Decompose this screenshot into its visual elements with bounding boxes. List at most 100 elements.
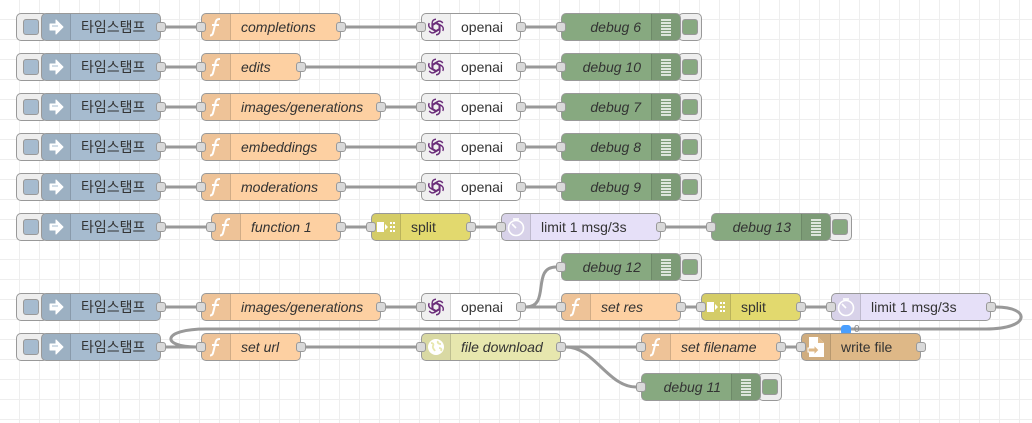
input-port[interactable]: [826, 302, 836, 312]
input-port[interactable]: [556, 102, 566, 112]
openai-node[interactable]: openai: [421, 133, 521, 161]
inject-trigger-square[interactable]: [23, 99, 39, 115]
debug-node[interactable]: debug 9: [561, 173, 681, 201]
output-port[interactable]: [296, 62, 306, 72]
inject-node[interactable]: 타임스탬프: [41, 13, 161, 41]
debug-toggle-square[interactable]: [762, 379, 778, 395]
input-port[interactable]: [416, 342, 426, 352]
input-port[interactable]: [196, 302, 206, 312]
debug-toggle-button[interactable]: [678, 13, 702, 41]
input-port[interactable]: [636, 382, 646, 392]
input-port[interactable]: [796, 342, 806, 352]
debug-node[interactable]: debug 8: [561, 133, 681, 161]
output-port[interactable]: [156, 302, 166, 312]
function-node[interactable]: edits: [201, 53, 301, 81]
output-port[interactable]: [336, 182, 346, 192]
output-port[interactable]: [516, 142, 526, 152]
wire[interactable]: [525, 265, 557, 309]
function-node[interactable]: images/generations: [201, 93, 381, 121]
output-port[interactable]: [376, 102, 386, 112]
output-port[interactable]: [516, 102, 526, 112]
function-node[interactable]: moderations: [201, 173, 341, 201]
debug-toggle-square[interactable]: [682, 259, 698, 275]
input-port[interactable]: [556, 62, 566, 72]
debug-toggle-button[interactable]: [828, 213, 852, 241]
function-node[interactable]: set res: [561, 293, 681, 321]
output-port[interactable]: [986, 302, 996, 312]
inject-node[interactable]: 타임스탬프: [41, 93, 161, 121]
output-port[interactable]: [156, 182, 166, 192]
input-port[interactable]: [416, 302, 426, 312]
input-port[interactable]: [556, 302, 566, 312]
inject-trigger-square[interactable]: [23, 339, 39, 355]
input-port[interactable]: [196, 102, 206, 112]
output-port[interactable]: [516, 62, 526, 72]
output-port[interactable]: [796, 302, 806, 312]
openai-node[interactable]: openai: [421, 13, 521, 41]
input-port[interactable]: [556, 22, 566, 32]
debug-toggle-button[interactable]: [678, 53, 702, 81]
openai-node[interactable]: openai: [421, 173, 521, 201]
function-node[interactable]: completions: [201, 13, 341, 41]
debug-toggle-square[interactable]: [682, 179, 698, 195]
wire[interactable]: [565, 345, 637, 389]
inject-trigger-square[interactable]: [23, 299, 39, 315]
debug-toggle-square[interactable]: [682, 99, 698, 115]
function-node[interactable]: set url: [201, 333, 301, 361]
output-port[interactable]: [156, 142, 166, 152]
wire[interactable]: [169, 305, 1023, 349]
output-port[interactable]: [376, 302, 386, 312]
debug-toggle-square[interactable]: [682, 19, 698, 35]
inject-node[interactable]: 타임스탬프: [41, 133, 161, 161]
delay-node[interactable]: limit 1 msg/3s: [501, 213, 661, 241]
output-port[interactable]: [676, 302, 686, 312]
debug-toggle-button[interactable]: [678, 253, 702, 281]
inject-node[interactable]: 타임스탬프: [41, 213, 161, 241]
input-port[interactable]: [416, 22, 426, 32]
debug-node[interactable]: debug 11: [641, 373, 761, 401]
inject-node[interactable]: 타임스탬프: [41, 53, 161, 81]
output-port[interactable]: [156, 342, 166, 352]
debug-node[interactable]: debug 6: [561, 13, 681, 41]
input-port[interactable]: [196, 142, 206, 152]
input-port[interactable]: [556, 142, 566, 152]
delay-node[interactable]: limit 1 msg/3s: [831, 293, 991, 321]
inject-trigger-square[interactable]: [23, 19, 39, 35]
inject-node[interactable]: 타임스탬프: [41, 333, 161, 361]
inject-trigger-square[interactable]: [23, 179, 39, 195]
debug-toggle-button[interactable]: [678, 133, 702, 161]
inject-node[interactable]: 타임스탬프: [41, 293, 161, 321]
debug-node[interactable]: debug 10: [561, 53, 681, 81]
output-port[interactable]: [466, 222, 476, 232]
output-port[interactable]: [656, 222, 666, 232]
debug-node[interactable]: debug 7: [561, 93, 681, 121]
debug-toggle-square[interactable]: [682, 59, 698, 75]
output-port[interactable]: [336, 222, 346, 232]
file-download-node[interactable]: file download: [421, 333, 561, 361]
debug-toggle-square[interactable]: [682, 139, 698, 155]
debug-toggle-square[interactable]: [832, 219, 848, 235]
input-port[interactable]: [636, 342, 646, 352]
input-port[interactable]: [416, 142, 426, 152]
debug-toggle-button[interactable]: [758, 373, 782, 401]
debug-node[interactable]: debug 12: [561, 253, 681, 281]
inject-trigger-square[interactable]: [23, 139, 39, 155]
inject-trigger-square[interactable]: [23, 219, 39, 235]
output-port[interactable]: [336, 22, 346, 32]
debug-node[interactable]: debug 13: [711, 213, 831, 241]
input-port[interactable]: [496, 222, 506, 232]
output-port[interactable]: [516, 182, 526, 192]
output-port[interactable]: [516, 302, 526, 312]
split-node[interactable]: split: [701, 293, 801, 321]
debug-toggle-button[interactable]: [678, 93, 702, 121]
function-node[interactable]: function 1: [211, 213, 341, 241]
split-node[interactable]: split: [371, 213, 471, 241]
input-port[interactable]: [196, 182, 206, 192]
input-port[interactable]: [696, 302, 706, 312]
input-port[interactable]: [416, 62, 426, 72]
openai-node[interactable]: openai: [421, 53, 521, 81]
debug-toggle-button[interactable]: [678, 173, 702, 201]
openai-node[interactable]: openai: [421, 93, 521, 121]
function-node[interactable]: images/generations: [201, 293, 381, 321]
